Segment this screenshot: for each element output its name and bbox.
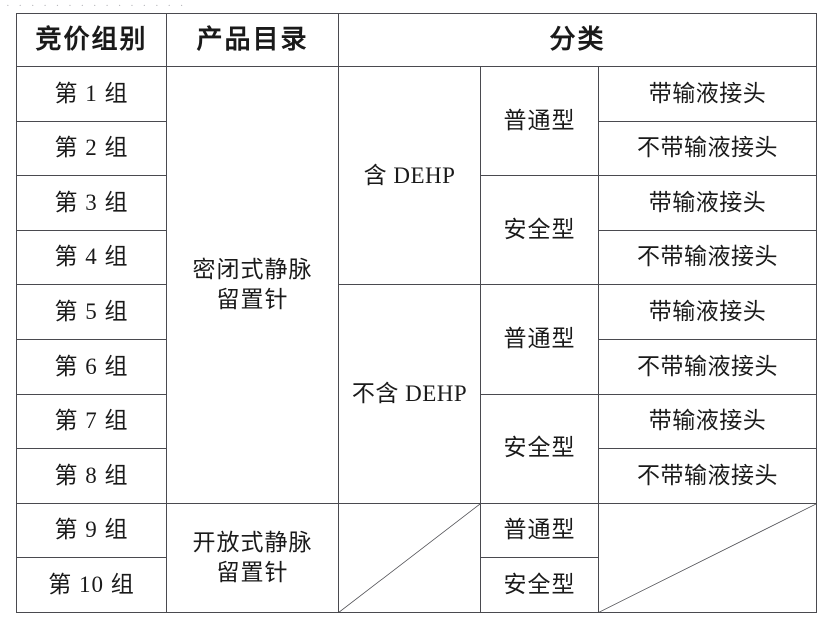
table-row: 第 2 组 不带输液接头 [16, 120, 817, 177]
cell-dehp-without: 不含 DEHP [338, 284, 481, 504]
header-cell-catalog: 产品目录 [166, 13, 339, 67]
cell-dehp-with: 含 DEHP [338, 65, 481, 286]
cell-connector-7: 带输液接头 [598, 393, 817, 450]
table-row: 第 6 组 不带输液接头 [16, 338, 817, 395]
cell-type-safety-dehp-with: 安全型 [480, 175, 599, 286]
cell-type-normal-dehp-with: 普通型 [480, 65, 599, 177]
table-row: 第 8 组 不带输液接头 [16, 448, 817, 504]
cell-group-2: 第 2 组 [16, 120, 167, 177]
cell-catalog-closed: 密闭式静脉 留置针 [166, 66, 339, 504]
catalog-closed-line2: 留置针 [216, 286, 289, 312]
table-row: 第 5 组 不含 DEHP 普通型 带输液接头 [16, 284, 817, 504]
cell-group-10: 第 10 组 [16, 557, 167, 613]
cell-group-6: 第 6 组 [16, 338, 167, 395]
cell-type-10: 安全型 [480, 557, 599, 613]
cell-connector-6: 不带输液接头 [598, 338, 817, 395]
cell-dehp-not-applicable [338, 502, 481, 614]
cell-group-3: 第 3 组 [16, 175, 167, 231]
table-row: 第 9 组 开放式静脉 留置针 普通型 [16, 502, 817, 614]
cell-group-7: 第 7 组 [16, 393, 167, 450]
cell-connector-5: 带输液接头 [598, 284, 817, 340]
cell-type-safety-dehp-without: 安全型 [480, 393, 599, 504]
cell-group-1: 第 1 组 [16, 66, 167, 122]
cell-type-9: 普通型 [480, 502, 599, 559]
cell-catalog-open: 开放式静脉 留置针 [166, 502, 339, 614]
catalog-open-line1: 开放式静脉 [192, 529, 313, 555]
diagonal-slash-icon [339, 504, 480, 612]
table-row: 第 4 组 不带输液接头 [16, 229, 817, 286]
cell-connector-2: 不带输液接头 [598, 120, 817, 177]
cell-connector-4: 不带输液接头 [598, 229, 817, 286]
table-row: 第 1 组 密闭式静脉 留置针 含 DEHP 普通型 带输液接头 [16, 65, 817, 504]
cell-group-8: 第 8 组 [16, 448, 167, 504]
catalog-open-line2: 留置针 [216, 559, 289, 585]
cell-group-4: 第 4 组 [16, 229, 167, 286]
cell-connector-1: 带输液接头 [598, 66, 817, 122]
cell-type-normal-dehp-without: 普通型 [480, 284, 599, 395]
diagonal-slash-icon [599, 504, 816, 612]
table-row: 第 10 组 安全型 [16, 557, 817, 613]
table-row: 第 7 组 安全型 带输液接头 [16, 393, 817, 504]
bid-group-classification-table-wrapper: 竞价组别 产品目录 分类 第 1 组 密闭式静脉 留置针 含 DEHP 普通型 … [16, 13, 817, 614]
header-cell-group: 竞价组别 [16, 13, 167, 67]
bid-group-classification-table: 竞价组别 产品目录 分类 第 1 组 密闭式静脉 留置针 含 DEHP 普通型 … [16, 13, 817, 614]
catalog-closed-line1: 密闭式静脉 [192, 256, 313, 282]
scan-top-cropped-text: · · · · · · · · · · · · · · · [6, 0, 187, 7]
table-row: 第 3 组 安全型 带输液接头 [16, 175, 817, 286]
table-header-row: 竞价组别 产品目录 分类 [16, 13, 817, 67]
header-cell-category: 分类 [338, 13, 817, 67]
cell-group-9: 第 9 组 [16, 502, 167, 559]
cell-connector-3: 带输液接头 [598, 175, 817, 231]
cell-connector-not-applicable [598, 502, 817, 614]
cell-group-5: 第 5 组 [16, 284, 167, 340]
cell-connector-8: 不带输液接头 [598, 448, 817, 504]
